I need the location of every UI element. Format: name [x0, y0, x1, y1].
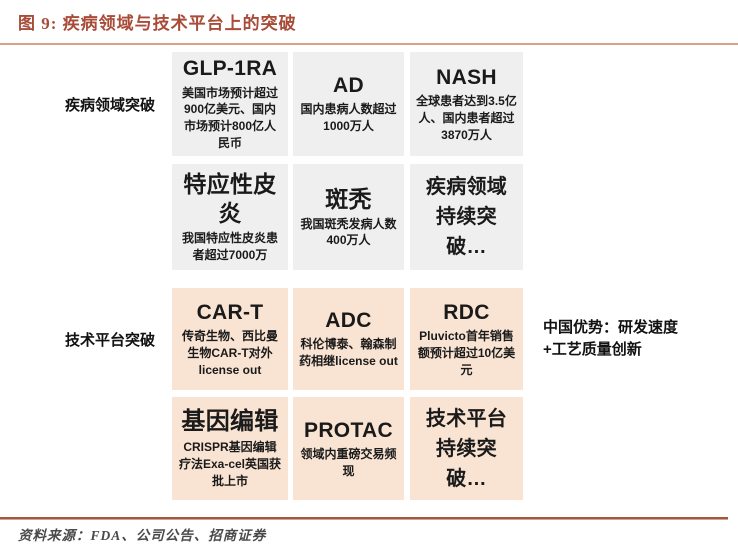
china-advantage-line2: +工艺质量创新: [543, 341, 642, 358]
box-body: Pluvicto首年销售额预计超过10亿美元: [417, 328, 516, 377]
info-box-disease-continuing: 疾病领域 持续突破…: [410, 164, 523, 270]
box-heading: ADC: [325, 309, 372, 333]
box-heading: 基因编辑: [181, 408, 279, 436]
info-box-ad: AD 国内患病人数超过1000万人: [293, 52, 404, 156]
box-body: 国内患病人数超过1000万人: [300, 102, 397, 134]
box-heading-line2: 持续突破…: [436, 206, 497, 258]
box-body: 我国斑秃发病人数400万人: [300, 216, 397, 248]
figure-title: 图 9: 疾病领域与技术平台上的突破: [18, 14, 297, 33]
info-box-atopic-dermatitis: 特应性皮炎 我国特应性皮炎患者超过7000万: [172, 164, 288, 270]
box-heading: RDC: [443, 300, 490, 324]
source-line: 资料来源：FDA、公司公告、招商证券: [18, 528, 267, 543]
info-box-gene-editing: 基因编辑 CRISPR基因编辑疗法Exa-cel英国获批上市: [172, 397, 288, 500]
box-body: 科伦博泰、翰森制药相继license out: [299, 337, 398, 369]
group-label-disease: 疾病领域突破: [64, 96, 155, 114]
box-body: 我国特应性皮炎患者超过7000万: [181, 230, 278, 262]
title-underline: [0, 43, 738, 45]
group-label-tech: 技术平台突破: [64, 331, 155, 349]
box-heading: 斑秃: [325, 185, 372, 212]
box-body: 传奇生物、西比曼生物CAR-T对外license out: [181, 328, 278, 377]
box-body: 领域内重磅交易频现: [300, 446, 397, 478]
box-heading: 技术平台: [425, 407, 508, 430]
box-body: CRISPR基因编辑疗法Exa-cel英国获批上市: [178, 440, 282, 488]
info-box-rdc: RDC Pluvicto首年销售额预计超过10亿美元: [410, 288, 523, 390]
box-heading: PROTAC: [304, 418, 393, 442]
info-box-glp1ra: GLP-1RA 美国市场预计超过900亿美元、国内市场预计800亿人民币: [172, 52, 288, 156]
box-heading-line2: 持续突破…: [436, 437, 497, 490]
box-heading: 疾病领域: [425, 176, 508, 198]
info-box-tech-continuing: 技术平台 持续突破…: [410, 397, 523, 500]
info-box-protac: PROTAC 领域内重磅交易频现: [293, 397, 404, 500]
box-body: 美国市场预计超过900亿美元、国内市场预计800亿人民币: [181, 85, 278, 150]
box-heading: CAR-T: [196, 300, 264, 324]
box-heading: AD: [333, 74, 364, 98]
china-advantage-note: 中国优势：研发速度 +工艺质量创新: [543, 288, 735, 390]
box-heading: NASH: [436, 65, 497, 89]
info-box-adc: ADC 科伦博泰、翰森制药相继license out: [293, 288, 404, 390]
info-box-cart: CAR-T 传奇生物、西比曼生物CAR-T对外license out: [172, 288, 288, 390]
china-advantage-line1: 中国优势：研发速度: [543, 318, 679, 336]
box-heading: 特应性皮炎: [183, 171, 277, 227]
info-box-alopecia: 斑秃 我国斑秃发病人数400万人: [293, 164, 404, 270]
box-heading: GLP-1RA: [182, 57, 278, 81]
bottom-divider: [0, 517, 728, 520]
info-box-nash: NASH 全球患者达到3.5亿人、国内患者超过3870万人: [410, 52, 523, 156]
box-body: 全球患者达到3.5亿人、国内患者超过3870万人: [416, 93, 517, 142]
